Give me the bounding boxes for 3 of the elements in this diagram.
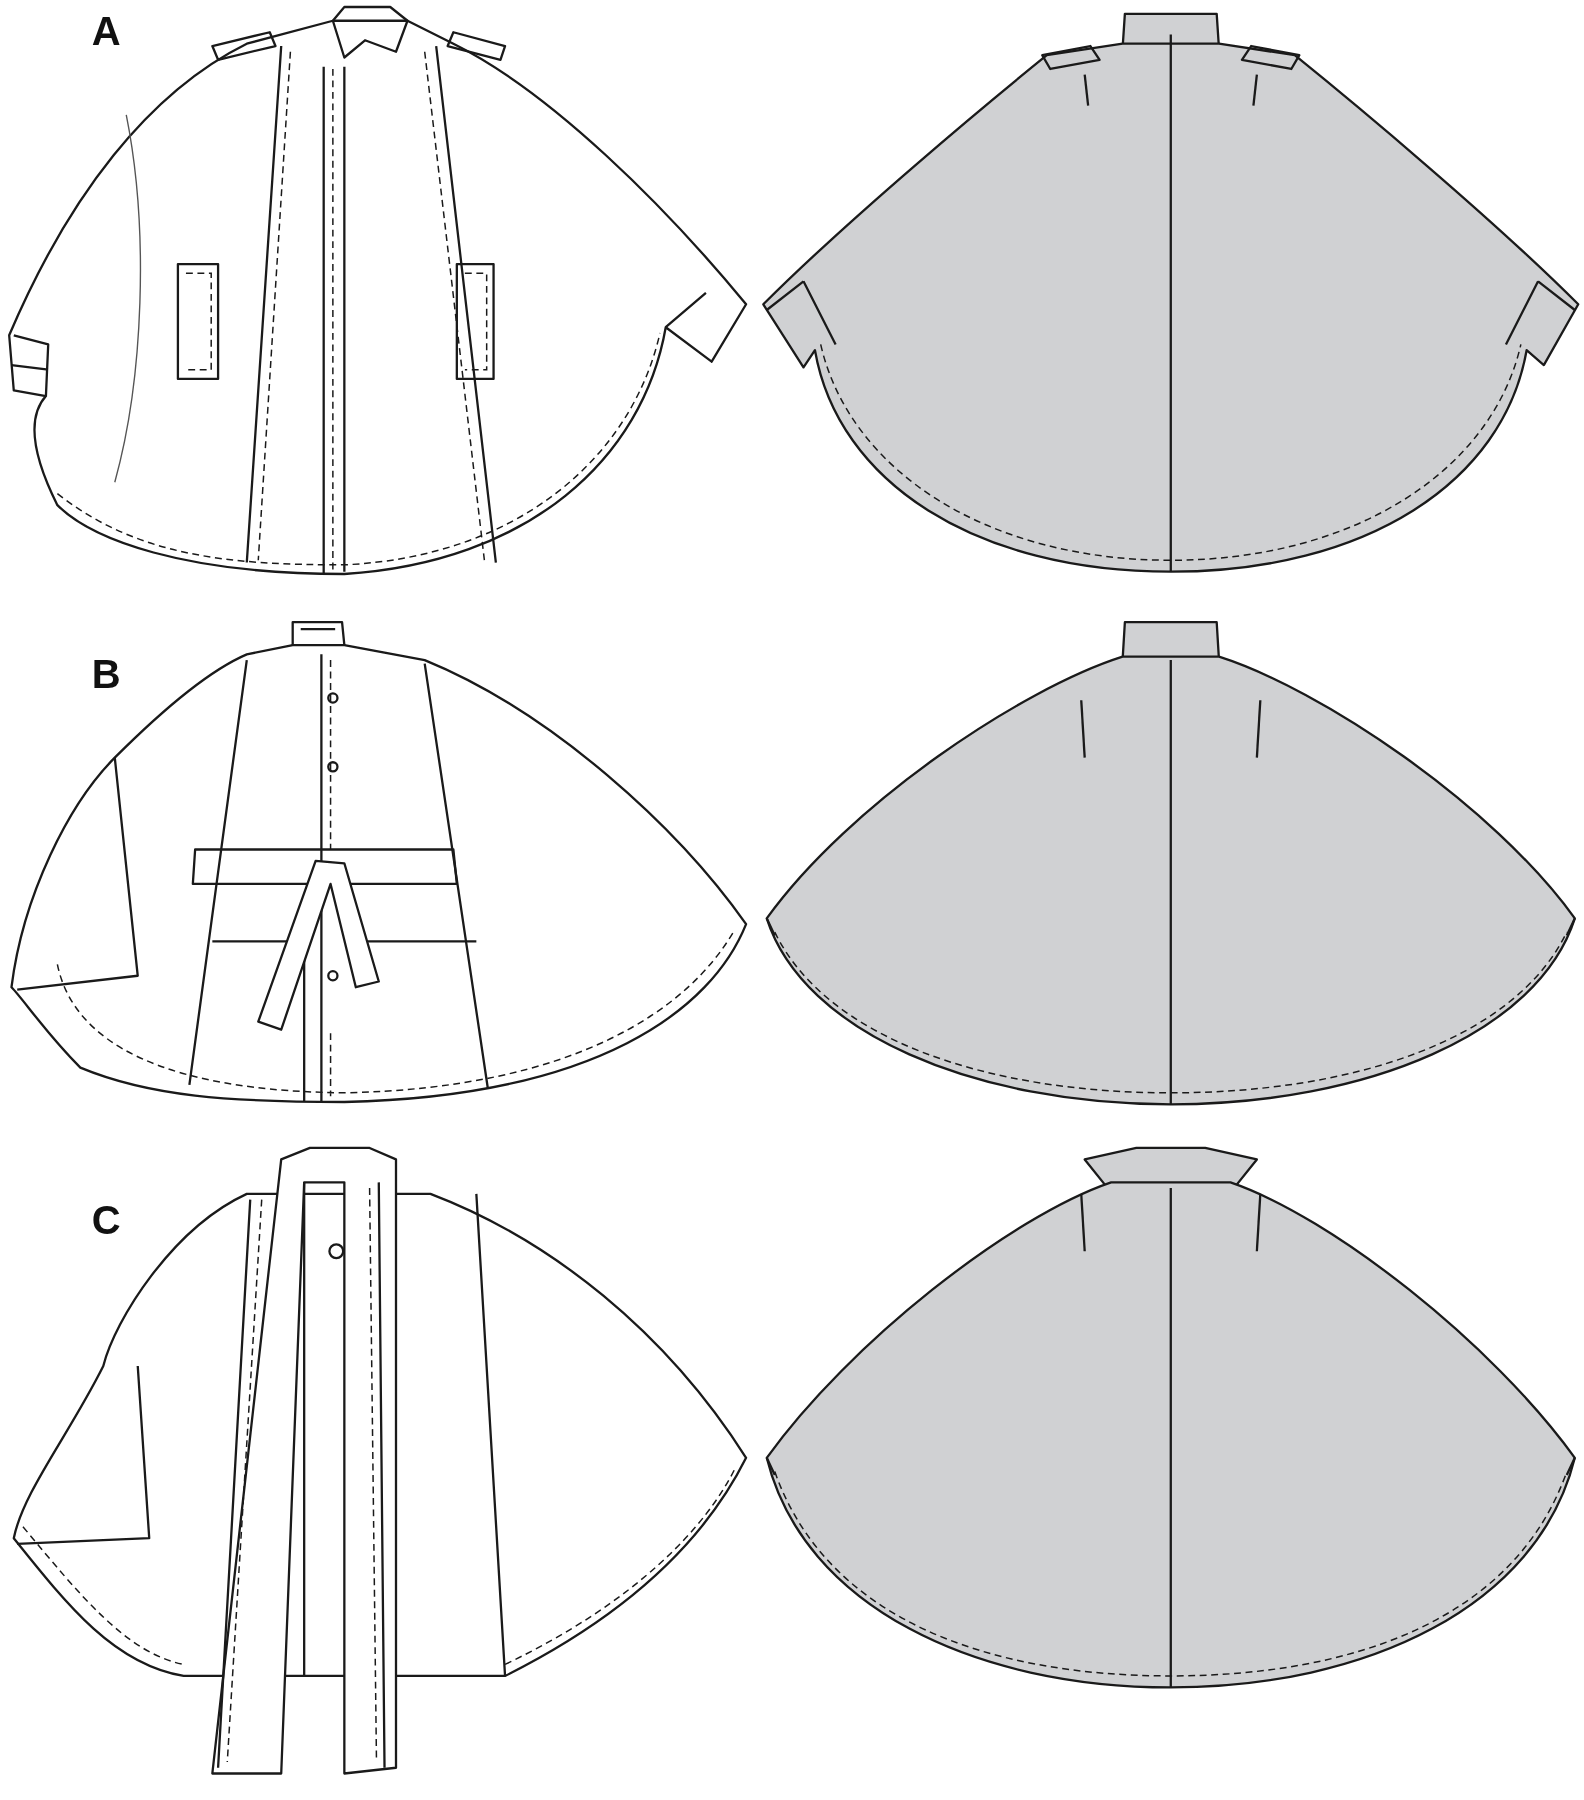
view-label: A <box>91 11 121 52</box>
view-label: B <box>91 654 121 695</box>
view-label: C <box>91 1199 121 1240</box>
